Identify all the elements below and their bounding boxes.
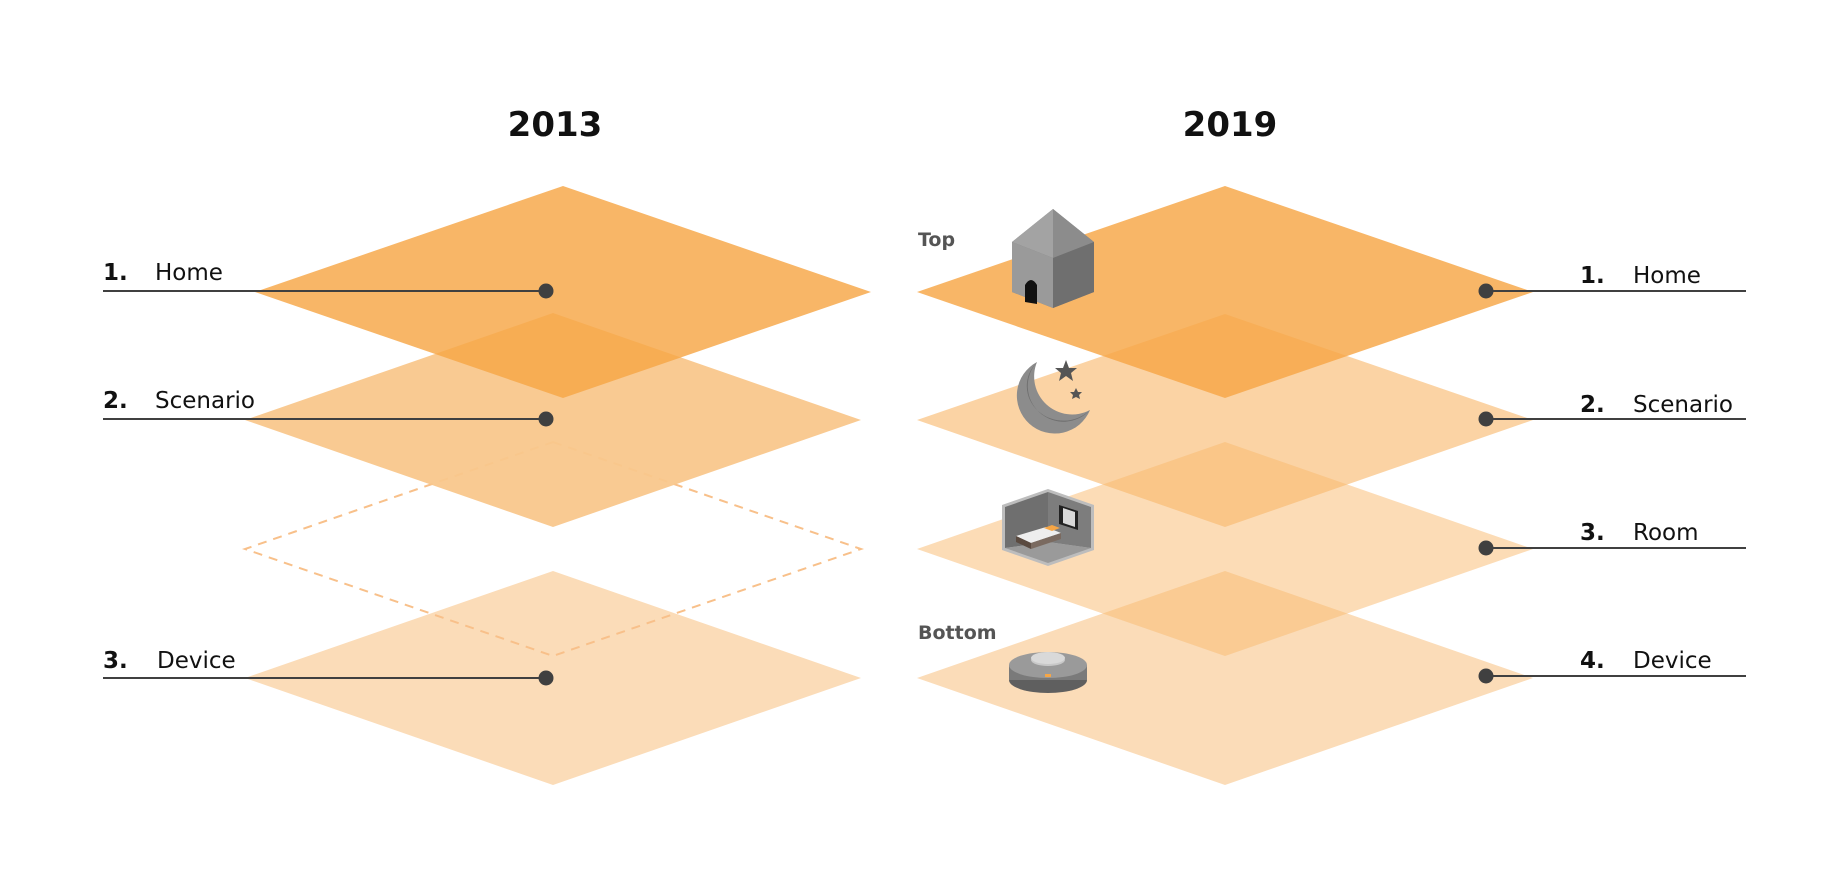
bedroom-icon <box>1002 489 1094 566</box>
left-year-title: 2013 <box>508 105 603 145</box>
right-callout-scenario: 2. Scenario <box>1478 392 1746 427</box>
left-device-label: Device <box>157 648 236 674</box>
bottom-label: Bottom <box>918 622 997 644</box>
right-home-dot <box>1478 283 1494 299</box>
right-home-layer <box>917 186 1533 398</box>
left-scenario-dot <box>538 411 554 427</box>
right-scenario-dot <box>1478 411 1494 427</box>
left-callout-scenario: 2. Scenario <box>103 388 554 427</box>
right-year-title: 2019 <box>1183 105 1278 145</box>
left-home-dot <box>538 283 554 299</box>
right-room-label: Room <box>1633 520 1699 546</box>
right-device-layer <box>917 571 1533 785</box>
right-home-label: Home <box>1633 263 1701 289</box>
right-scenario-label: Scenario <box>1633 392 1733 418</box>
right-stack: 2019 Top Bottom <box>917 105 1746 785</box>
right-scenario-number: 2. <box>1580 392 1605 418</box>
house-icon <box>1012 209 1094 308</box>
right-room-number: 3. <box>1580 520 1605 546</box>
right-callout-room: 3. Room <box>1478 520 1746 556</box>
left-device-number: 3. <box>103 648 128 674</box>
right-callout-home: 1. Home <box>1478 263 1746 299</box>
moon-stars-icon <box>1016 360 1090 434</box>
left-device-dot <box>538 670 554 686</box>
left-home-number: 1. <box>103 260 128 286</box>
left-scenario-number: 2. <box>103 388 128 414</box>
left-stack: 2013 1. Home 2. Scenario 3. Device <box>103 105 871 785</box>
right-callout-device: 4. Device <box>1478 648 1746 684</box>
left-home-layer <box>255 186 871 398</box>
right-home-number: 1. <box>1580 263 1605 289</box>
left-callout-device: 3. Device <box>103 648 554 686</box>
right-device-number: 4. <box>1580 648 1605 674</box>
left-scenario-label: Scenario <box>155 388 255 414</box>
right-room-dot <box>1478 540 1494 556</box>
right-device-dot <box>1478 668 1494 684</box>
right-scenario-layer <box>917 314 1533 527</box>
right-device-label: Device <box>1633 648 1712 674</box>
top-label: Top <box>918 229 955 251</box>
left-callout-home: 1. Home <box>103 260 554 299</box>
right-room-layer <box>917 442 1533 656</box>
left-home-label: Home <box>155 260 223 286</box>
robot-vacuum-icon <box>1009 652 1087 693</box>
